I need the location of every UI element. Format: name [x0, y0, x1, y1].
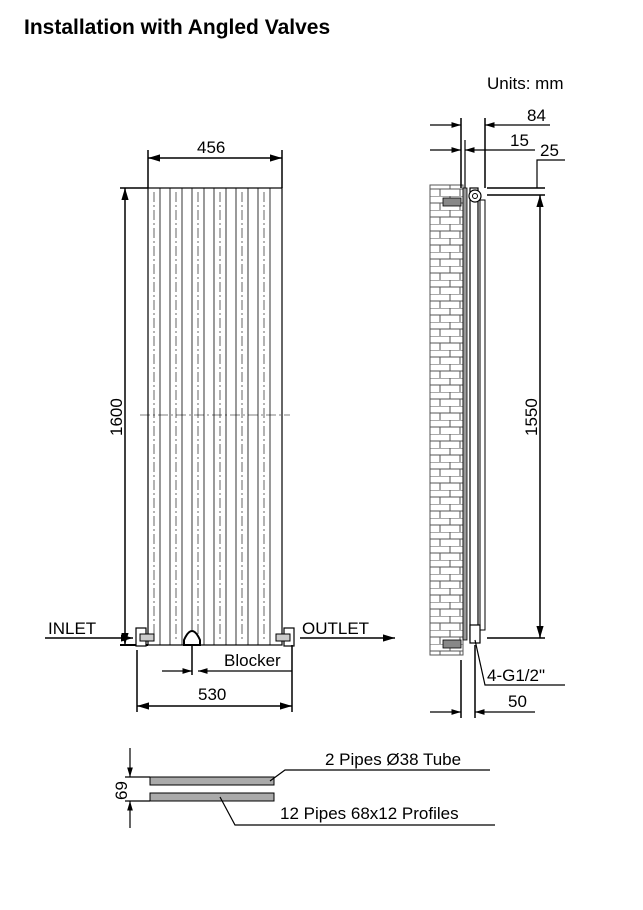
units-label: Units: mm: [487, 74, 564, 93]
blocker: [183, 630, 201, 646]
width-dimension: 456: [197, 138, 225, 157]
depth-dimension: 84: [527, 106, 546, 125]
front-view: [45, 150, 395, 712]
wall: [429, 184, 464, 656]
pipe-centres-dimension: 530: [198, 685, 226, 704]
radiator-side: [469, 187, 479, 641]
outlet-label: OUTLET: [302, 619, 369, 638]
section-view: [125, 748, 495, 828]
radiator-outline: [147, 187, 283, 646]
pipe-offset-dimension: 50: [508, 692, 527, 711]
centre-lines: [140, 192, 290, 642]
connections-label: 4-G1/2": [487, 666, 545, 685]
wall-bracket: [442, 197, 462, 207]
pipe-height-dimension: 1550: [522, 398, 541, 436]
radiator-columns: [159, 188, 271, 645]
blocker-label: Blocker: [224, 651, 281, 670]
height-dimension: 1600: [107, 398, 126, 436]
inlet-label: INLET: [48, 619, 96, 638]
page-title: Installation with Angled Valves: [24, 16, 331, 39]
profile-label: 12 Pipes 68x12 Profiles: [280, 804, 459, 823]
wall-gap-dimension: 15: [510, 131, 529, 150]
top-offset-dimension: 25: [540, 141, 559, 160]
side-view: [429, 118, 565, 718]
tube-label: 2 Pipes Ø38 Tube: [325, 750, 461, 769]
section-depth-dimension: 69: [112, 781, 131, 800]
